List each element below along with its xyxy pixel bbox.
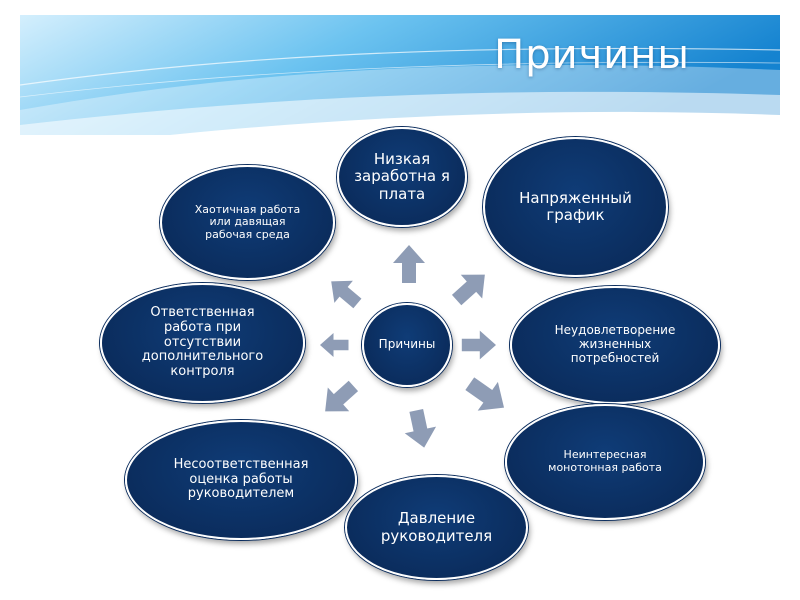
node-label: Хаотичная работа или давящая рабочая сре… [194,202,301,241]
arrow-5 [404,408,437,448]
node-manager-pressure: Давление руководителя [345,475,528,580]
arrow-3 [461,330,496,360]
node-label: Неудовлетворение жизненных потребностей [554,323,676,365]
arrow-1 [393,245,425,283]
node-label: Низкая заработна я плата [354,150,450,203]
arrow-8 [331,280,362,309]
node-unfair-evaluation: Несоответственная оценка работы руководи… [125,420,357,540]
slide-title: Причины [494,32,690,78]
arrow-6 [325,380,359,412]
node-unmet-needs: Неудовлетворение жизненных потребностей [510,286,720,404]
center-node-label: Причины [378,337,436,352]
node-label: Давление руководителя [380,509,493,545]
node-label: Напряженный график [519,188,632,224]
arrow-4 [465,377,505,411]
node-label: Неинтересная монотонная работа [548,448,662,474]
node-chaotic-work: Хаотичная работа или давящая рабочая сре… [160,165,335,280]
arrow-2 [451,274,485,306]
node-responsible-work: Ответственная работа при отсутствии допо… [100,283,305,403]
node-label: Несоответственная оценка работы руководи… [173,456,309,502]
node-low-salary: Низкая заработна я плата [337,127,467,227]
header-banner [20,15,780,135]
center-node: Причины [362,303,452,387]
node-label: Ответственная работа при отсутствии допо… [141,304,264,380]
node-tight-schedule: Напряженный график [483,137,668,277]
arrow-7 [320,333,349,357]
node-boring-work: Неинтересная монотонная работа [505,404,705,520]
